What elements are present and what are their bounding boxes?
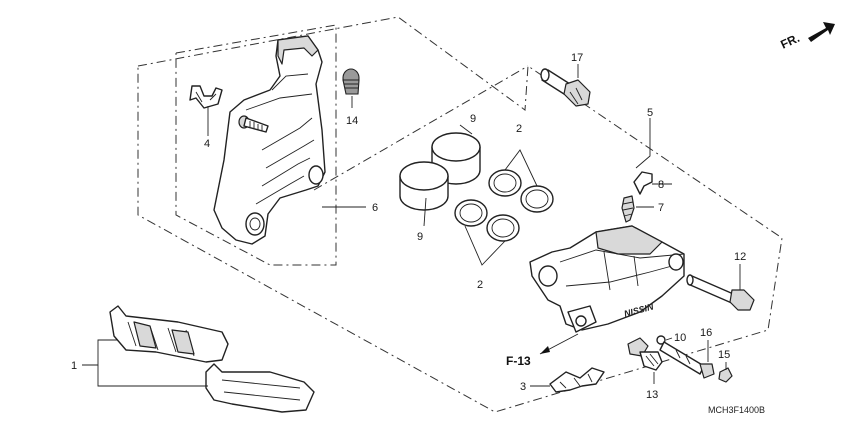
callout-15: 15 — [718, 349, 730, 361]
callout-13: 13 — [646, 389, 658, 401]
reference-label: F-13 — [506, 354, 531, 368]
callout-5: 5 — [647, 107, 653, 119]
pad-pin-16 — [659, 341, 715, 379]
callout-10: 10 — [674, 332, 686, 344]
mounting-bolt-17 — [540, 68, 591, 107]
brake-pads — [109, 305, 315, 413]
bleeder-valve-13 — [627, 337, 663, 371]
callout-1: 1 — [71, 360, 77, 372]
callout-6: 6 — [372, 202, 378, 214]
caliper-body: NISSIN — [529, 225, 685, 333]
caliper-boundary — [313, 65, 529, 191]
callout-9-bottom: 9 — [417, 231, 423, 243]
callout-4: 4 — [204, 138, 210, 150]
callout-2-top: 2 — [516, 123, 522, 135]
callout-labels: 1 2 2 3 4 5 6 7 8 9 9 10 12 13 14 15 16 … — [71, 52, 746, 401]
caliper-pistons — [399, 132, 481, 211]
callout-7: 7 — [658, 202, 664, 214]
callout-3: 3 — [520, 381, 526, 393]
callout-9-top: 9 — [470, 113, 476, 125]
bleeder-cap-and-valve — [621, 171, 653, 223]
callout-14: 14 — [346, 115, 358, 127]
piston-seals — [454, 169, 554, 242]
pad-spring-clip — [189, 85, 223, 109]
pad-spring-3 — [549, 367, 605, 393]
drawing-code: MCH3F1400B — [708, 405, 765, 415]
callout-2-bottom: 2 — [477, 279, 483, 291]
slide-pin-12 — [686, 274, 755, 311]
outer-boundary — [137, 16, 783, 413]
ref-arrow-icon — [540, 346, 550, 354]
slide-pin-boot — [342, 68, 360, 95]
front-arrow-icon — [808, 22, 835, 42]
o-ring-10 — [656, 335, 666, 345]
pin-clip-15 — [718, 367, 733, 383]
front-label: FR. — [778, 31, 801, 52]
bracket-boundary — [175, 24, 337, 266]
callout-12: 12 — [734, 251, 746, 263]
caliper-bracket — [213, 35, 326, 245]
callout-8: 8 — [658, 179, 664, 191]
callout-17: 17 — [571, 52, 583, 64]
callout-16: 16 — [700, 327, 712, 339]
front-direction-indicator: FR. — [778, 22, 835, 52]
leader-lines — [82, 64, 741, 387]
